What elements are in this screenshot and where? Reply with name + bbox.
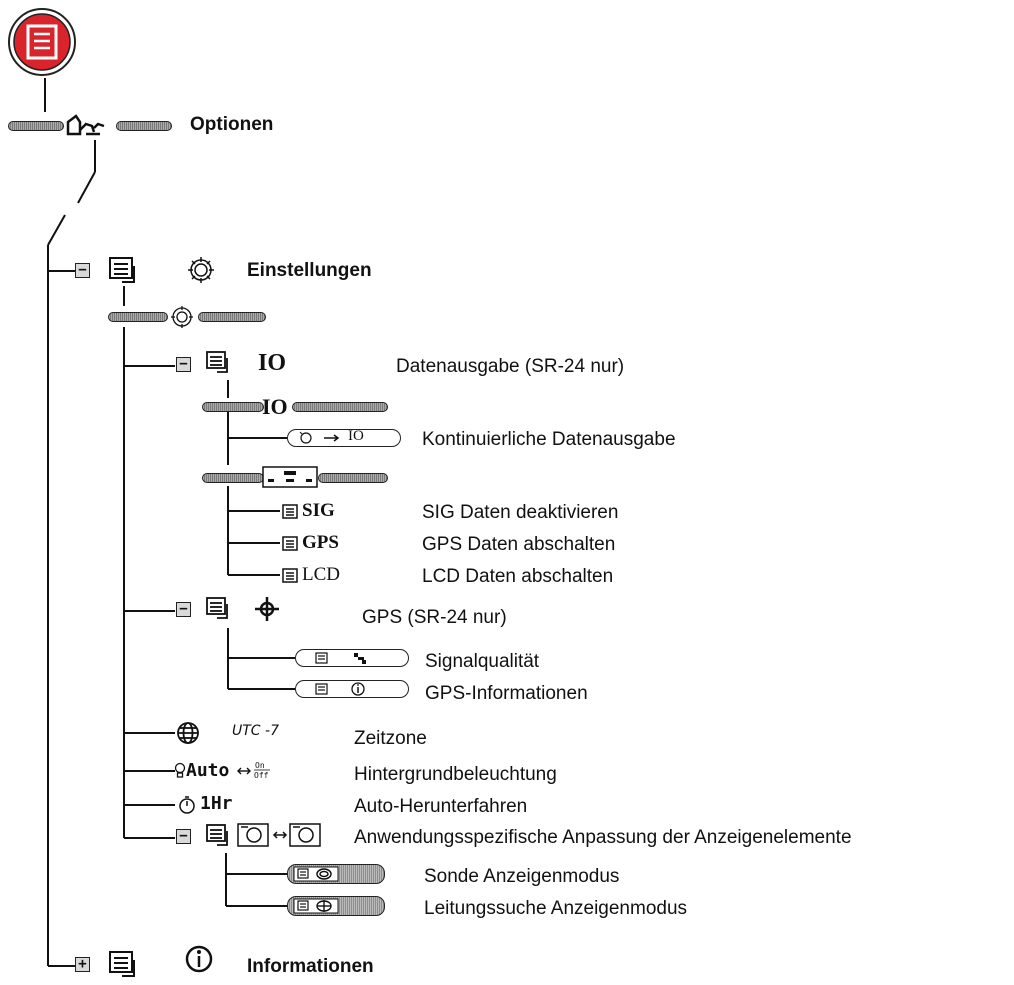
line-trace-mode-label: Leitungssuche Anzeigenmodus [424,898,688,919]
menu-list-icon [205,596,233,627]
settings-bar-right [198,312,266,322]
globe-icon [176,721,200,750]
line-trace-mode-button[interactable] [287,896,385,916]
collapse-gps-button[interactable]: − [176,602,191,617]
display-swap-icon [236,822,328,853]
display-title: Anwendungsspezifische Anpassung der Anze… [354,827,852,848]
options-bar-right [116,121,172,131]
sonde-mode-button[interactable] [287,864,385,884]
svg-text:On: On [255,761,265,770]
shutdown-label: Auto-Herunterfahren [354,796,528,817]
io-bar-left [202,402,264,412]
information-title: Informationen [247,956,374,977]
data-output-title: Datenausgabe (SR-24 nur) [396,356,625,377]
menu-list-icon [282,535,302,558]
lcd-tag: LCD [302,564,340,585]
gps-info-button[interactable] [295,680,409,698]
continuous-output-button[interactable]: IO [287,428,401,447]
bulb-icon [174,761,186,786]
sig-label: SIG Daten deaktivieren [422,502,619,523]
io-icon: IO [258,350,287,376]
settings-title: Einstellungen [247,260,372,281]
gps-tag: GPS [302,532,339,553]
gps-menu-title: GPS (SR-24 nur) [362,607,507,628]
menu-list-icon [205,350,233,381]
collapse-data-output-button[interactable]: − [176,357,191,372]
options-title: Optionen [190,114,274,135]
menu-list-icon [108,256,140,291]
info-icon [184,944,214,979]
io-bar-right [292,402,388,412]
backlight-value: Auto [186,760,230,781]
gps-info-label: GPS-Informationen [425,683,588,704]
shutdown-value: 1Hr [200,793,233,814]
gps-label: GPS Daten abschalten [422,534,616,555]
settings-bar-left [108,312,168,322]
toggle-arrow-icon [236,764,252,783]
menu-list-icon [205,823,233,854]
svg-text:Off: Off [254,771,269,780]
menu-list-icon [282,503,302,526]
menu-icon[interactable] [6,6,78,78]
continuous-output-label: Kontinuierliche Datenausgabe [422,429,676,450]
signal-quality-label: Signalqualität [425,651,540,672]
lcd-label: LCD Daten abschalten [422,566,614,587]
gear-icon [186,255,216,290]
gear-small-icon [168,304,196,335]
io-bar-icon: IO [262,394,288,419]
timezone-value: UTC -7 [232,723,279,739]
options-icon[interactable] [64,112,116,147]
signal-quality-button[interactable] [295,649,409,667]
collapse-display-button[interactable]: − [176,829,191,844]
screen-layout-icon [262,466,318,493]
sonde-mode-label: Sonde Anzeigenmodus [424,866,620,887]
collapse-settings-button[interactable]: − [75,263,90,278]
screen-bar-left [202,473,264,483]
expand-information-button[interactable]: + [75,957,90,972]
io-label: IO [348,428,364,444]
crosshair-icon [254,596,280,627]
backlight-label: Hintergrundbeleuchtung [354,764,557,785]
timezone-label: Zeitzone [354,728,427,749]
stopwatch-icon [178,795,196,820]
screen-bar-right [318,473,388,483]
options-bar-left [8,121,64,131]
menu-list-icon [282,567,302,590]
menu-list-icon [108,950,140,985]
sig-tag: SIG [302,500,335,521]
